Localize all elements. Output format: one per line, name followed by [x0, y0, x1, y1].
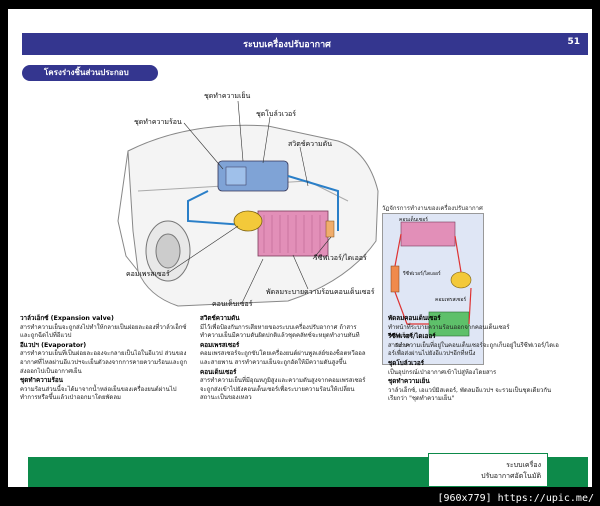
column2-heading: คอนเด็นเซอร์: [200, 368, 237, 376]
footer-line-1: ระบบเครื่อง: [506, 461, 541, 469]
column3-text: เป็นอุปกรณ์เป่าอากาศเข้าไปสู่ห้องโดยสาร: [388, 368, 497, 376]
column3-text: สารทำความเย็นที่อยู่ในคอนเด็นเซอร์จะถูกเ…: [388, 341, 559, 358]
column2-text: มีไว้เพื่อป้องกันการเสียหายของระบบเครื่อ…: [200, 323, 360, 340]
column1-heading: วาล์วเอ็กซ์ (Expansion valve): [20, 315, 114, 322]
label-receiver-dryer: รีซีฟเวอร์/ไดเออร์: [314, 254, 367, 262]
header-bar: ระบบเครื่องปรับอากาศ 51: [22, 33, 588, 55]
column2-heading: คอมเพรสเซอร์: [200, 341, 240, 349]
cycle-evaporator-label: อีแวปฯ: [395, 343, 411, 349]
label-condenser: คอนเด็นเซอร์: [212, 300, 253, 308]
column1-text: ความร้อนส่วนนี้จะได้มาจากน้ำหล่อเย็นของเ…: [20, 385, 177, 402]
watermark-text: [960x779] https://upic.me/: [437, 493, 594, 504]
car-illustration: [117, 100, 379, 307]
column3-text: วาล์วเอ็กซ์, เอแวป์มิสเตอร์, พัดลมอีแวปฯ…: [388, 386, 552, 403]
footer-bar: ระบบเครื่อง ปรับอากาศอัตโนมัติ: [28, 453, 588, 487]
label-heater-unit: ชุดทำความร้อน: [134, 118, 182, 126]
label-condenser-fan: พัดลมระบายความร้อนคอนเด็นเซอร์: [266, 288, 375, 296]
column1-text: สารทำความเย็นที่เป็นฝอยละอองจะกลายเป็นไอ…: [20, 350, 187, 375]
column2-text: คอมเพรสเซอร์จะถูกขับโดยเครื่องยนต์ผ่านพู…: [200, 350, 366, 366]
label-blower-unit: ชุดโบล์วเวอร์: [256, 110, 297, 118]
column3-text: ทำหน้าที่ระบายความร้อนออกจากคอนเด็นเซอร์: [388, 323, 510, 331]
page-title: ระบบเครื่องปรับอากาศ: [243, 40, 331, 50]
text-column-2: สวิตช์ความดัน มีไว้เพื่อป้องกันการเสียหา…: [200, 315, 372, 404]
label-compressor: คอมเพรสเซอร์: [126, 270, 170, 278]
column3-heading: ชุดทำความเย็น: [388, 378, 430, 386]
page-number: 51: [567, 37, 580, 47]
cycle-illustration: [390, 221, 472, 337]
cycle-receiver-label: รีซีฟเวอร์/ไดเออร์: [403, 271, 441, 277]
column3-heading: รีซีฟเวอร์/ไดเออร์: [388, 333, 436, 341]
footer-chapter-box: ระบบเครื่อง ปรับอากาศอัตโนมัติ: [428, 453, 548, 487]
manual-page: ระบบเครื่องปรับอากาศ 51 โครงร่างชิ้นส่วน…: [8, 9, 592, 487]
column2-text: สารทำความเย็นที่มีอุณหภูมิสูงและความดันส…: [200, 377, 366, 402]
text-column-3: พัดลมคอนเด็นเซอร์ ทำหน้าที่ระบายความร้อน…: [388, 315, 560, 405]
cycle-compressor-label: คอมเพรสเซอร์: [435, 297, 467, 303]
column3-heading: ชุดโบล์วเวอร์: [388, 359, 424, 367]
cycle-diagram-title: วัฏจักรการทำงานของเครื่องปรับอากาศ: [382, 205, 483, 212]
footer-line-2: ปรับอากาศอัตโนมัติ: [481, 472, 541, 480]
cycle-condenser-label: คอนเด็นเซอร์: [399, 217, 428, 223]
column1-heading: อีแวปฯ (Evaporator): [20, 341, 87, 349]
ac-component-diagram: ชุดทำความเย็น ชุดทำความร้อน ชุดโบล์วเวอร…: [8, 81, 592, 365]
column2-heading: สวิตช์ความดัน: [200, 315, 240, 322]
text-column-1: วาล์วเอ็กซ์ (Expansion valve) สารทำความเ…: [20, 315, 192, 404]
section-title: โครงร่างชิ้นส่วนประกอบ: [22, 65, 158, 81]
ac-cycle-inset: คอนเด็นเซอร์ รีซีฟเวอร์/ไดเออร์ คอมเพรสเ…: [382, 213, 484, 365]
column1-heading: ชุดทำความร้อน: [20, 377, 63, 385]
column1-text: สารทำความเย็นจะถูกส่งไปทำให้กลายเป็นฝอยล…: [20, 323, 187, 340]
column3-heading: พัดลมคอนเด็นเซอร์: [388, 315, 441, 322]
cycle-valve-label: วาล์วเอ็กซ์: [389, 333, 412, 339]
label-cooling-unit: ชุดทำความเย็น: [204, 92, 251, 100]
label-pressure-switch: สวิตช์ความดัน: [288, 140, 332, 148]
